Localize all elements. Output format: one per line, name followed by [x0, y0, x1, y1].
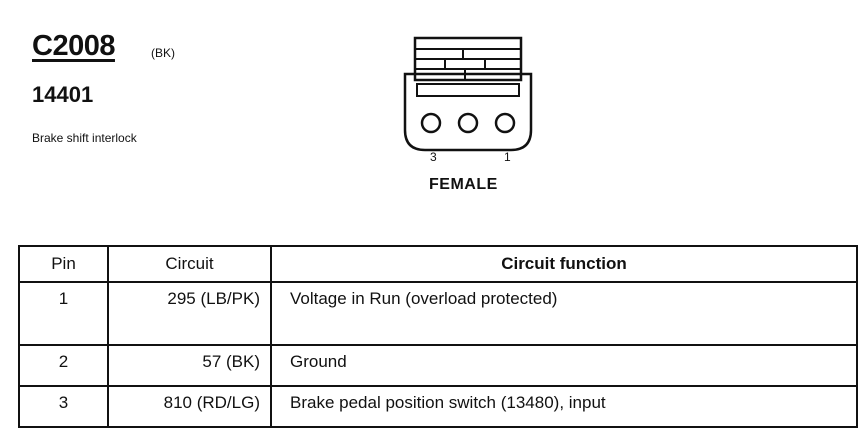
function-cell: Voltage in Run (overload protected)	[270, 281, 858, 346]
pin-label-3: 3	[430, 150, 437, 164]
function-cell: Brake pedal position switch (13480), inp…	[270, 385, 858, 428]
pin-label-1: 1	[504, 150, 511, 164]
header-pin: Pin	[18, 245, 109, 283]
pin-cell: 2	[18, 344, 109, 387]
table-row: 1 295 (LB/PK) Voltage in Run (overload p…	[18, 281, 858, 346]
connector-description: Brake shift interlock	[32, 131, 137, 145]
table-header-row: Pin Circuit Circuit function	[18, 245, 858, 283]
function-cell: Ground	[270, 344, 858, 387]
table-row: 2 57 (BK) Ground	[18, 344, 858, 387]
header-circuit-function: Circuit function	[270, 245, 858, 283]
connector-body	[403, 72, 533, 152]
header-circuit: Circuit	[107, 245, 272, 283]
table-row: 3 810 (RD/LG) Brake pedal position switc…	[18, 385, 858, 428]
circuit-cell: 57 (BK)	[107, 344, 272, 387]
connector-key-slot	[416, 83, 520, 97]
pinout-table: Pin Circuit Circuit function 1 295 (LB/P…	[18, 245, 858, 428]
circuit-cell: 295 (LB/PK)	[107, 281, 272, 346]
connector-face-diagram	[403, 36, 533, 152]
pin-socket	[457, 112, 479, 134]
connector-color-code: (BK)	[151, 46, 175, 60]
pin-cell: 1	[18, 281, 109, 346]
connector-gender-label: FEMALE	[429, 176, 498, 193]
pin-socket	[420, 112, 442, 134]
part-number: 14401	[32, 82, 94, 107]
circuit-cell: 810 (RD/LG)	[107, 385, 272, 428]
pin-socket	[494, 112, 516, 134]
pin-cell: 3	[18, 385, 109, 428]
connector-id: C2008	[32, 30, 115, 62]
